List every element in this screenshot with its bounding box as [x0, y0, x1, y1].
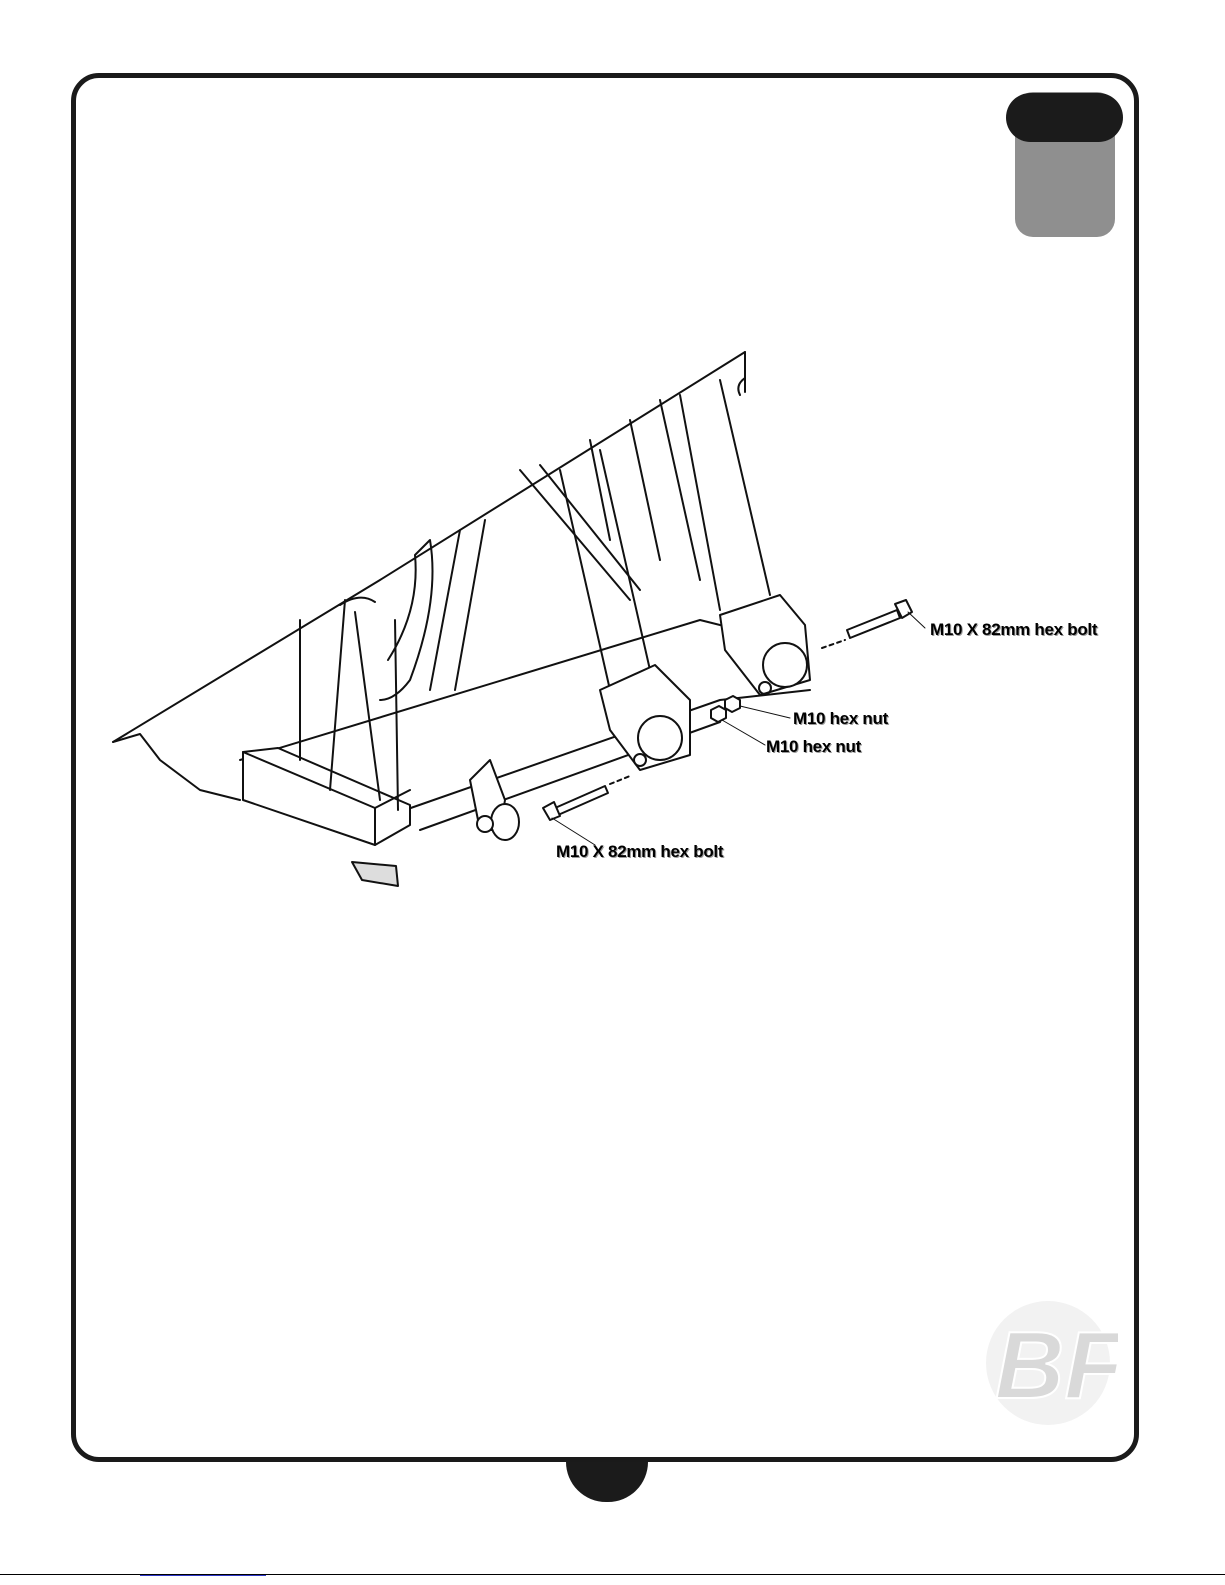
brand-logo: BF — [973, 1298, 1118, 1428]
rear-leg-2 — [680, 378, 810, 695]
right-hex-bolt — [847, 600, 912, 638]
hex-nut-upper — [725, 696, 740, 712]
hex-nut-lower — [711, 706, 726, 722]
bottom-link-underline[interactable] — [140, 1575, 266, 1576]
callout-hex-bolt-right: M10 X 82mm hex bolt — [930, 620, 1097, 640]
base-rail — [240, 620, 780, 760]
rear-leg-1 — [560, 450, 690, 770]
callout-hex-nut-lower: M10 hex nut — [766, 737, 861, 757]
left-hex-bolt — [543, 786, 608, 820]
callout-hex-nut-upper: M10 hex nut — [793, 709, 888, 729]
callout-hex-bolt-left: M10 X 82mm hex bolt — [556, 842, 723, 862]
svg-text:BF: BF — [995, 1312, 1118, 1419]
front-foot — [243, 748, 410, 886]
